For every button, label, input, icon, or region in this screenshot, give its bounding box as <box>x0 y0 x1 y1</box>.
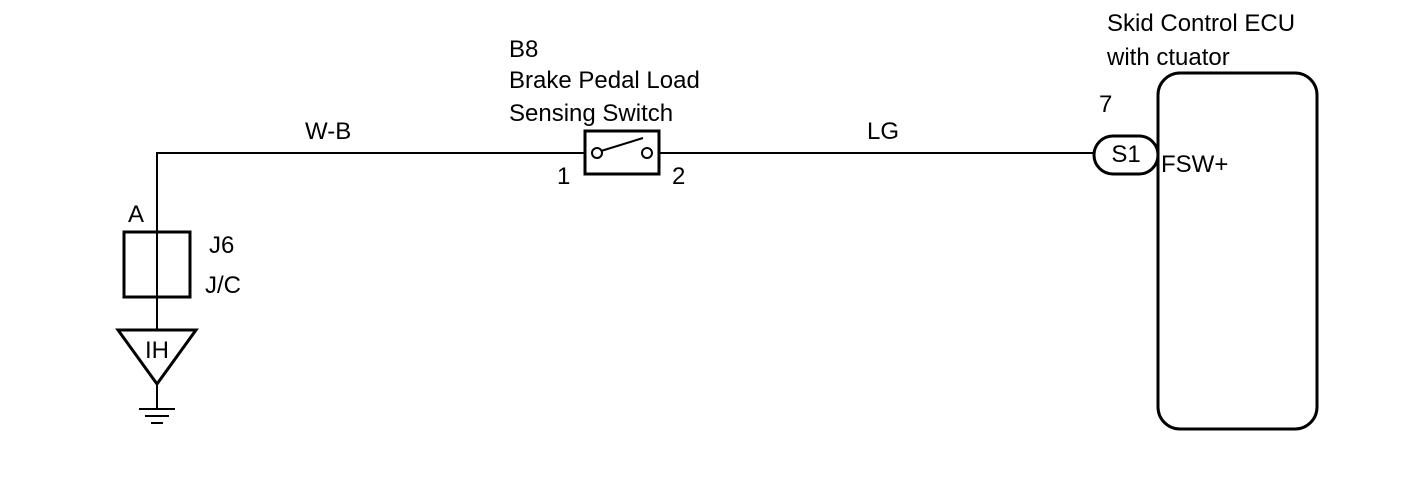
switch-name-line1: Brake Pedal Load <box>509 67 700 94</box>
switch-name-line2: Sensing Switch <box>509 100 673 127</box>
ground-label: IH <box>145 337 169 364</box>
ecu-body <box>1156 71 1319 431</box>
ecu-terminal-label: FSW+ <box>1161 151 1228 178</box>
ecu-pin-number: 7 <box>1099 91 1112 118</box>
wire-color-left: W-B <box>305 118 351 145</box>
junction-pin-label: A <box>128 201 144 228</box>
wire-color-right: LG <box>867 118 899 145</box>
ecu-title-line2: with ctuator <box>1106 44 1230 71</box>
switch-body <box>583 129 661 176</box>
brake-pedal-load-switch <box>583 129 661 176</box>
switch-code: B8 <box>509 36 538 63</box>
junction-type: J/C <box>205 272 241 299</box>
ecu-title-line1: Skid Control ECU <box>1107 10 1295 37</box>
ground-point-ih <box>115 328 199 387</box>
switch-blade <box>600 137 644 152</box>
ecu-connector-label: S1 <box>1111 141 1140 168</box>
switch-pin-left: 1 <box>557 163 570 190</box>
switch-pin-right: 2 <box>672 163 685 190</box>
junction-code: J6 <box>209 232 234 259</box>
switch-contact-left <box>591 147 603 159</box>
switch-contact-right <box>641 147 653 159</box>
ground-icon <box>139 408 175 424</box>
